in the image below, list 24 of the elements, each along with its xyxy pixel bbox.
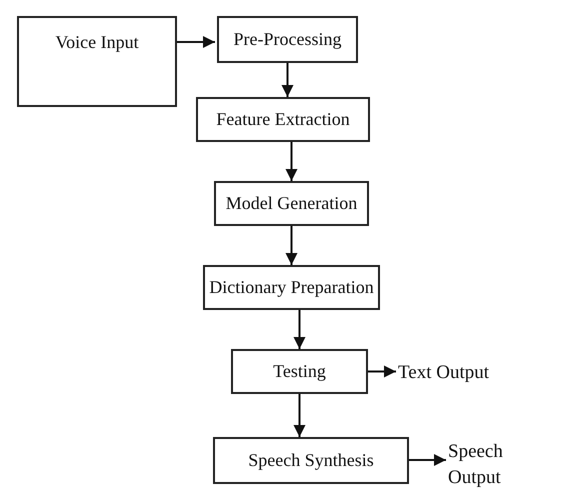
process-box — [196, 97, 370, 142]
arrow — [294, 394, 306, 437]
box-label: Speech Synthesis — [248, 449, 374, 472]
arrow — [282, 63, 294, 97]
box-label: Pre-Processing — [234, 28, 342, 52]
output-label: Text Output — [398, 361, 490, 386]
arrow — [294, 310, 306, 349]
arrow — [286, 142, 298, 181]
arrow — [368, 366, 396, 378]
box-label: Voice Input — [55, 31, 139, 54]
box-label: Feature Extraction — [216, 108, 350, 132]
box-label: Model Generation — [226, 192, 358, 216]
process-box — [17, 16, 177, 107]
box-label: Dictionary Preparation — [209, 276, 374, 300]
arrow — [286, 226, 298, 265]
box-label: Testing — [273, 360, 326, 384]
process-box — [203, 265, 380, 310]
process-box — [217, 16, 358, 63]
output-label: Speech Output — [448, 440, 504, 490]
arrow — [177, 36, 215, 48]
process-box — [214, 181, 369, 226]
process-box — [213, 437, 409, 484]
process-box — [231, 349, 368, 394]
arrow — [409, 454, 446, 466]
